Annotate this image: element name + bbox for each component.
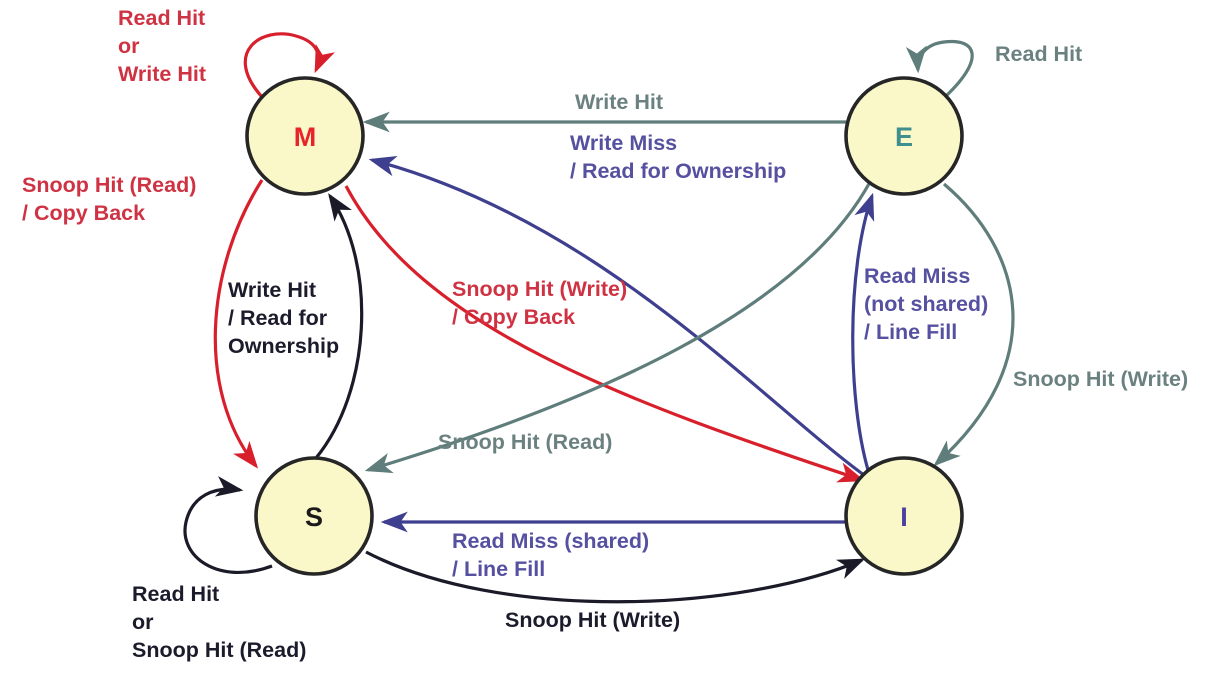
edge-label-m-to-i-line2: / Copy Back — [452, 305, 575, 329]
node-i-circle[interactable] — [844, 456, 964, 576]
edge-label-s-self-line2: or — [132, 610, 154, 634]
edge-label-e-to-m-line1: Write Hit — [575, 90, 663, 114]
node-s-label: S — [305, 502, 323, 532]
edge-label-i-to-e: Read Miss (not shared) / Line Fill — [864, 264, 988, 344]
edge-i-to-m-arrow — [368, 155, 869, 480]
edge-label-s-to-m: Write Hit / Read for Ownership — [228, 278, 339, 358]
node-i-label: I — [900, 502, 908, 532]
node-e-label: E — [895, 122, 913, 152]
node-m-circle[interactable] — [245, 76, 365, 196]
edge-label-i-to-s: Read Miss (shared) / Line Fill — [452, 529, 649, 581]
edge-label-s-to-m-line2: / Read for — [228, 306, 328, 330]
edge-label-i-to-s-line1: Read Miss (shared) — [452, 529, 649, 553]
edge-label-e-to-m: Write Hit — [575, 90, 663, 114]
node-s[interactable]: S — [254, 456, 374, 576]
node-m[interactable]: M — [245, 76, 365, 196]
node-s-circle[interactable] — [254, 456, 374, 576]
edge-label-m-to-s: Snoop Hit (Read) / Copy Back — [22, 173, 196, 225]
edge-e-to-i-arrow — [933, 182, 1015, 467]
edge-label-i-to-e-line2: (not shared) — [864, 292, 988, 316]
edge-label-i-to-m-line1: Write Miss — [570, 131, 677, 155]
edge-i-to-e-arrow — [851, 192, 875, 471]
edge-label-s-to-i: Snoop Hit (Write) — [505, 608, 680, 632]
edge-label-e-to-i-line1: Snoop Hit (Write) — [1013, 367, 1188, 391]
edge-label-i-to-m-line2: / Read for Ownership — [570, 159, 786, 183]
edge-s-to-m-arrow — [314, 193, 364, 460]
edge-label-e-to-s-line1: Snoop Hit (Read) — [438, 430, 612, 454]
edge-label-s-to-i-line1: Snoop Hit (Write) — [505, 608, 680, 632]
edge-s-to-i-arrow — [365, 550, 866, 604]
edge-label-e-self: Read Hit — [995, 42, 1082, 66]
edge-label-e-self-line1: Read Hit — [995, 42, 1082, 66]
edge-label-s-self-line1: Read Hit — [132, 582, 219, 606]
edge-e-to-s-arrow — [364, 181, 872, 474]
edge-m-to-i-arrow — [344, 185, 866, 483]
edge-label-e-to-s: Snoop Hit (Read) — [438, 430, 612, 454]
edge-label-i-to-s-line2: / Line Fill — [452, 557, 545, 581]
edge-label-s-to-m-line1: Write Hit — [228, 278, 316, 302]
edge-label-s-to-m-line3: Ownership — [228, 334, 339, 358]
edge-label-m-to-i-line1: Snoop Hit (Write) — [452, 277, 627, 301]
edge-label-i-to-m: Write Miss / Read for Ownership — [570, 131, 786, 183]
node-e-circle[interactable] — [844, 76, 964, 196]
node-i[interactable]: I — [844, 456, 964, 576]
edge-m-to-s-arrow — [213, 179, 264, 469]
edge-label-m-self-line1: Read Hit — [118, 6, 205, 30]
edge-label-s-self: Read Hit or Snoop Hit (Read) — [132, 582, 306, 662]
edge-label-i-to-e-line3: / Line Fill — [864, 320, 957, 344]
edge-label-i-to-e-line1: Read Miss — [864, 264, 970, 288]
edge-s-self-arrow — [183, 476, 273, 574]
edge-label-e-to-i: Snoop Hit (Write) — [1013, 367, 1188, 391]
edge-e-self-arrow — [905, 39, 974, 98]
node-m-label: M — [294, 122, 317, 152]
edge-label-m-to-i: Snoop Hit (Write) / Copy Back — [452, 277, 627, 329]
edge-m-self-arrow — [243, 32, 335, 99]
edge-label-m-self: Read Hit or Write Hit — [118, 6, 206, 86]
node-e[interactable]: E — [844, 76, 964, 196]
edge-label-m-to-s-line2: / Copy Back — [22, 201, 145, 225]
edge-label-s-self-line3: Snoop Hit (Read) — [132, 638, 306, 662]
edge-label-m-to-s-line1: Snoop Hit (Read) — [22, 173, 196, 197]
edge-label-m-self-line2: or — [118, 34, 140, 58]
edge-label-m-self-line3: Write Hit — [118, 62, 206, 86]
